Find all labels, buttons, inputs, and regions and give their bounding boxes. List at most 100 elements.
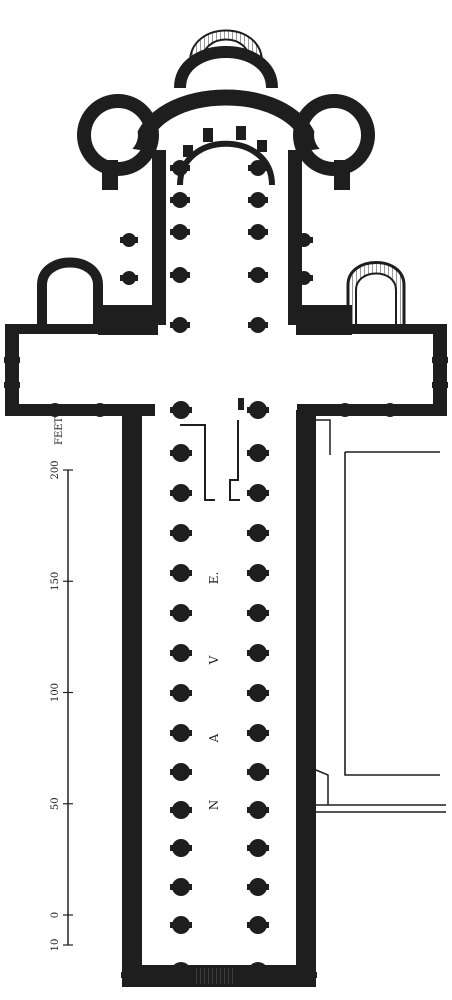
- choir-aisle-pier-arm: [295, 275, 313, 281]
- wall-pilaster-north-arm: [122, 829, 142, 835]
- wall-pilaster-north-arm: [122, 867, 142, 873]
- nave-pier-north-arm: [170, 610, 192, 616]
- nave-pier-north-arm: [170, 490, 192, 496]
- nave-letter: E.: [207, 572, 221, 585]
- nave-pier-north-arm: [170, 769, 192, 775]
- nave-pier-south-arm: [247, 845, 269, 851]
- facade-pier-arm: [246, 969, 270, 975]
- nave-pier-south-arm: [247, 922, 269, 928]
- choir-pier-north-arm: [170, 165, 190, 171]
- scale-tick-label: 150: [50, 572, 61, 591]
- trefoil-center-lobe: [174, 46, 278, 89]
- scale-tick-label: 200: [50, 460, 61, 479]
- nave-pier-south-arm: [247, 884, 269, 890]
- wall-pilaster-south-arm: [296, 867, 316, 873]
- facade-pier-arm: [295, 972, 317, 978]
- nave-letter: N: [207, 800, 221, 811]
- wall-pilaster-south-arm: [296, 829, 316, 835]
- nave-letter: A: [207, 733, 221, 743]
- wall-pilaster-south-arm: [296, 753, 316, 759]
- choir-pier-north-arm: [170, 197, 190, 203]
- nave-letter: V: [207, 655, 221, 665]
- choir-pier-north-arm: [170, 322, 190, 328]
- facade-pier-arm: [169, 969, 193, 975]
- choir-aisle-pier-arm: [295, 237, 313, 243]
- wall-pilaster-south-arm: [296, 525, 316, 531]
- wall-pilaster-south-arm: [296, 943, 316, 949]
- nave-pier-north-arm: [170, 807, 192, 813]
- wall-pilaster-south-arm: [296, 487, 316, 493]
- transept: [5, 324, 447, 416]
- choir-pier-north-arm: [170, 272, 190, 278]
- wall-pilaster-south-arm: [296, 791, 316, 797]
- wall-pilaster-north-arm: [122, 753, 142, 759]
- nave-pier-north-arm: [170, 690, 192, 696]
- nave-pier-north-arm: [170, 730, 192, 736]
- nave-pier-north-arm: [170, 530, 192, 536]
- transept-pilaster-arm: [381, 407, 399, 413]
- choir-pier-south-arm: [248, 165, 268, 171]
- wall-pilaster-north-arm: [122, 601, 142, 607]
- wall-pilaster-south-arm: [296, 563, 316, 569]
- nave-pier-north-arm: [170, 450, 192, 456]
- nave-walls: [122, 410, 316, 987]
- wall-pilaster-south-arm: [296, 905, 316, 911]
- nave-pier-south-arm: [247, 490, 269, 496]
- wall-pilaster-north-arm: [122, 639, 142, 645]
- choir-pier-south-arm: [248, 272, 268, 278]
- nave-pier-south-arm: [247, 450, 269, 456]
- nave-pier-south-arm: [247, 807, 269, 813]
- wall-pilaster-north-arm: [122, 905, 142, 911]
- transept-pilaster-arm: [91, 407, 109, 413]
- nave-pier-south-arm: [247, 570, 269, 576]
- nave-pier-north-arm: [170, 407, 192, 413]
- nave-pier-south-arm: [247, 730, 269, 736]
- nave-pier-south-arm: [247, 690, 269, 696]
- wall-pilaster-north-arm: [122, 563, 142, 569]
- nave-pier-north-arm: [170, 650, 192, 656]
- wall-pilaster-north-arm: [122, 791, 142, 797]
- nave-pier-north-arm: [170, 884, 192, 890]
- wall-pilaster-south-arm: [296, 449, 316, 455]
- wall-pilaster-north-arm: [122, 487, 142, 493]
- nave-label: N A V E.: [207, 572, 221, 811]
- wall-pilaster-south-arm: [296, 601, 316, 607]
- choir-pier-south-arm: [248, 197, 268, 203]
- east-apse-group: [77, 29, 375, 186]
- scale-tick-label: 0: [50, 912, 61, 918]
- choir-aisle-pier-arm: [120, 275, 138, 281]
- scale-unit-label: FEET: [54, 416, 65, 445]
- transept-pilaster-arm: [46, 407, 64, 413]
- choir-screen: [180, 398, 244, 501]
- wall-pilaster-south-arm: [296, 715, 316, 721]
- nave-pier-north-arm: [170, 570, 192, 576]
- wall-pilaster-north-arm: [122, 943, 142, 949]
- wall-pilaster-north-arm: [122, 715, 142, 721]
- choir-pier-north-arm: [170, 229, 190, 235]
- wall-pilaster-north-arm: [122, 525, 142, 531]
- nave-pier-north-arm: [170, 845, 192, 851]
- nave-pier-north-arm: [170, 922, 192, 928]
- nave-pier-south-arm: [247, 650, 269, 656]
- choir-walls: [102, 150, 350, 325]
- choir-pier-south-arm: [248, 322, 268, 328]
- nave-pier-south-arm: [247, 769, 269, 775]
- piers-group: [4, 160, 448, 984]
- transept-end-pilaster-arm: [432, 357, 448, 363]
- wall-pilaster-north-arm: [122, 449, 142, 455]
- wall-pilaster-south-arm: [296, 677, 316, 683]
- transept-end-pilaster-arm: [4, 357, 20, 363]
- nave-pier-south-arm: [247, 407, 269, 413]
- adjacent-cloister: [315, 419, 446, 813]
- nave-pier-south-arm: [247, 530, 269, 536]
- scale-tick-label: 50: [50, 797, 61, 810]
- transept-pilaster-arm: [336, 407, 354, 413]
- transept-end-pilaster-arm: [432, 382, 448, 388]
- facade-pier-arm: [121, 972, 143, 978]
- choir-pier-south-arm: [248, 229, 268, 235]
- nave-pier-south-arm: [247, 610, 269, 616]
- wall-pilaster-south-arm: [296, 639, 316, 645]
- choir-aisle-pier-arm: [120, 237, 138, 243]
